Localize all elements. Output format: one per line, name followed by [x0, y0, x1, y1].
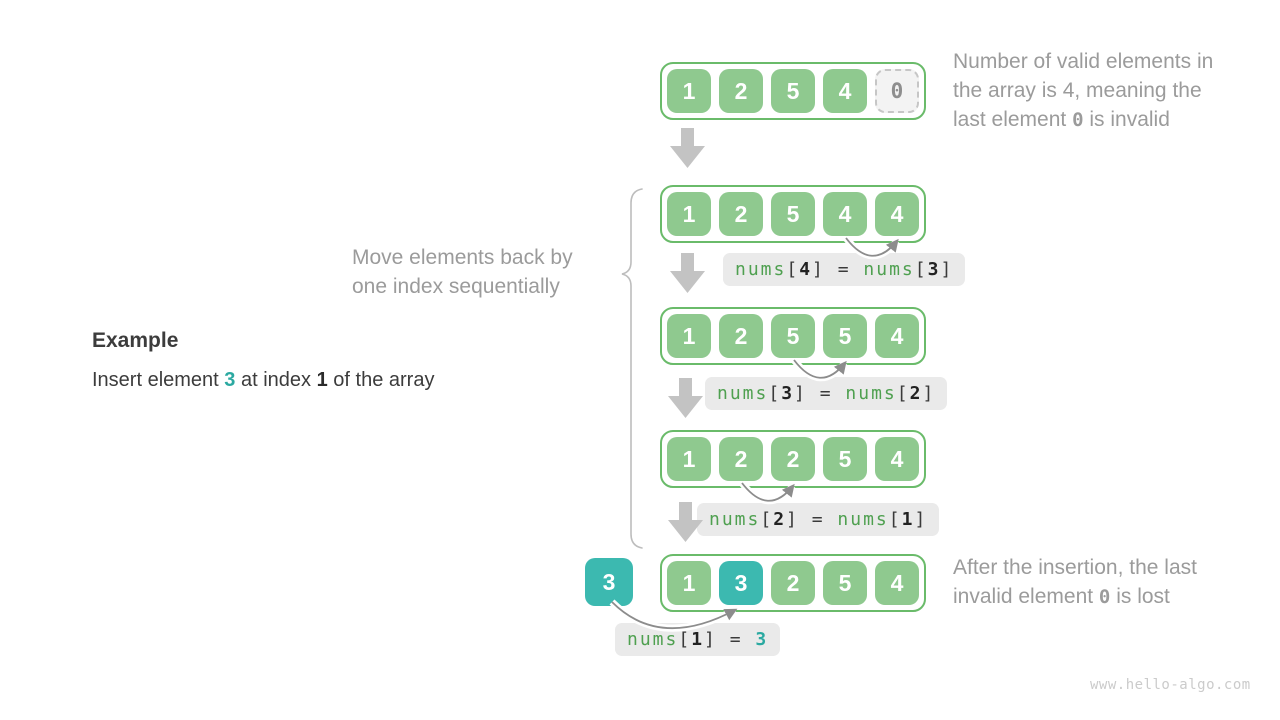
example-text: at index	[235, 369, 317, 391]
note-text: is lost	[1110, 585, 1170, 608]
array-cell: 1	[667, 192, 711, 236]
code-token: 1	[691, 629, 705, 650]
example-description: Insert element 3 at index 1 of the array	[92, 369, 434, 392]
example-insert-value: 3	[224, 369, 236, 391]
code-token: 3	[781, 383, 795, 404]
code-token: 3	[755, 629, 769, 650]
array-cell: 4	[875, 561, 919, 605]
op-label-nums1-eq-3: nums[1] = 3	[615, 623, 781, 656]
code-token: [	[888, 509, 902, 530]
code-token: 3	[927, 259, 941, 280]
array-cell: 1	[667, 437, 711, 481]
code-token: [	[786, 259, 800, 280]
array-state-final: 1 3 2 5 4	[660, 554, 926, 612]
example-text: Insert element	[92, 369, 225, 391]
note-invalid-element: Number of valid elements in the array is…	[953, 47, 1265, 135]
code-token: =	[824, 259, 864, 280]
code-token: ]	[812, 259, 825, 280]
note-text: After the insertion, the last invalid el…	[953, 556, 1197, 608]
code-token: =	[798, 509, 838, 530]
array-cell: 2	[771, 437, 815, 481]
inserted-element-cell: 3	[585, 558, 633, 606]
op-label-nums3-eq-nums2: nums[3] = nums[2]	[705, 377, 948, 410]
code-token: [	[896, 383, 910, 404]
array-cell: 1	[667, 314, 711, 358]
note-after-insertion: After the insertion, the last invalid el…	[953, 553, 1263, 612]
code-token: [	[678, 629, 692, 650]
array-cell: 5	[823, 314, 867, 358]
code-token: ]	[940, 259, 954, 280]
code-token: 2	[909, 383, 923, 404]
array-cell: 5	[823, 561, 867, 605]
code-token: [	[760, 509, 774, 530]
code-token: ]	[914, 509, 928, 530]
op-label-nums4-eq-nums3: nums[4] = nums[3]	[723, 253, 966, 286]
code-token: nums	[627, 629, 679, 650]
down-arrow-icon	[670, 253, 705, 293]
array-cell: 5	[771, 69, 815, 113]
array-cell: 2	[719, 437, 763, 481]
code-token: =	[716, 629, 756, 650]
array-cell: 4	[823, 69, 867, 113]
array-cell: 1	[667, 69, 711, 113]
code-token: 2	[773, 509, 787, 530]
code-token: [	[914, 259, 928, 280]
code-token: ]	[794, 383, 807, 404]
down-arrow-icon	[670, 128, 705, 168]
code-token: [	[768, 383, 782, 404]
down-arrow-icon	[668, 378, 703, 418]
code-token: nums	[837, 509, 889, 530]
code-token: 1	[901, 509, 915, 530]
group-brace	[621, 188, 643, 549]
code-token: nums	[863, 259, 915, 280]
array-state-shift-1: 1 2 5 4 4	[660, 185, 926, 243]
array-cell: 4	[823, 192, 867, 236]
array-cell: 2	[719, 192, 763, 236]
array-cell: 4	[875, 192, 919, 236]
array-cell: 2	[771, 561, 815, 605]
array-cell: 2	[719, 314, 763, 358]
example-text: of the array	[327, 369, 435, 391]
note-zero-value: 0	[1072, 109, 1084, 131]
array-state-shift-3: 1 2 2 5 4	[660, 430, 926, 488]
array-state-initial: 1 2 5 4 0	[660, 62, 926, 120]
watermark: www.hello-algo.com	[1090, 677, 1251, 693]
array-cell: 5	[771, 314, 815, 358]
array-cell-inserted: 3	[719, 561, 763, 605]
array-cell: 4	[875, 437, 919, 481]
array-cell: 2	[719, 69, 763, 113]
example-insert-index: 1	[316, 369, 328, 391]
code-token: ]	[786, 509, 799, 530]
code-token: ]	[922, 383, 936, 404]
note-text: Number of valid elements in the array is…	[953, 50, 1214, 131]
array-cell: 5	[823, 437, 867, 481]
array-cell-invalid: 0	[875, 69, 919, 113]
code-token: nums	[717, 383, 769, 404]
code-token: 4	[799, 259, 813, 280]
code-token: nums	[735, 259, 787, 280]
example-heading: Example	[92, 329, 179, 352]
note-move-elements: Move elements back by one index sequenti…	[352, 246, 573, 298]
code-token: ]	[704, 629, 717, 650]
code-token: =	[806, 383, 846, 404]
code-token: nums	[709, 509, 761, 530]
op-label-nums2-eq-nums1: nums[2] = nums[1]	[697, 503, 940, 536]
array-cell: 5	[771, 192, 815, 236]
note-zero-value: 0	[1098, 586, 1111, 608]
array-state-shift-2: 1 2 5 5 4	[660, 307, 926, 365]
note-text: is invalid	[1083, 108, 1170, 131]
array-cell: 1	[667, 561, 711, 605]
array-cell: 4	[875, 314, 919, 358]
code-token: nums	[845, 383, 897, 404]
